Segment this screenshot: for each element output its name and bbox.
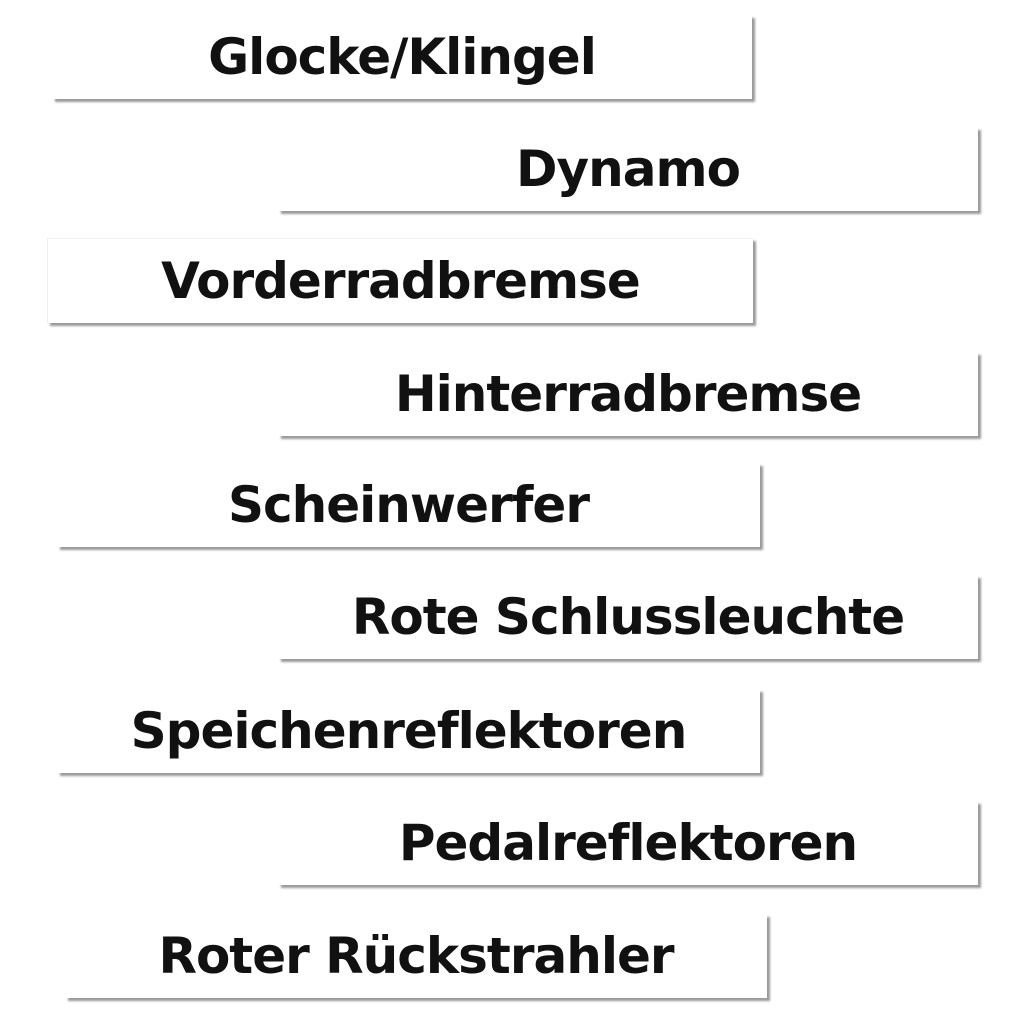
label-text: Dynamo [516,140,741,198]
label-card: Roter Rückstrahler [65,914,767,998]
label-text: Rote Schlussleuchte [351,588,905,646]
label-text: Speichenreflektoren [130,702,688,760]
label-text: Roter Rückstrahler [158,927,674,985]
label-text: Hinterradbremse [394,365,862,423]
label-text: Glocke/Klingel [208,28,597,86]
label-text: Pedalreflektoren [398,814,858,872]
label-card: Scheinwerfer [57,463,760,547]
label-text: Vorderradbremse [161,252,641,310]
label-card: Speichenreflektoren [57,689,760,773]
label-card: Hinterradbremse [278,352,978,436]
label-card: Dynamo [278,127,978,211]
label-card: Glocke/Klingel [52,15,752,99]
label-card: Vorderradbremse [47,238,753,323]
label-card: Rote Schlussleuchte [278,575,978,659]
label-card: Pedalreflektoren [278,801,978,885]
label-text: Scheinwerfer [228,476,590,534]
